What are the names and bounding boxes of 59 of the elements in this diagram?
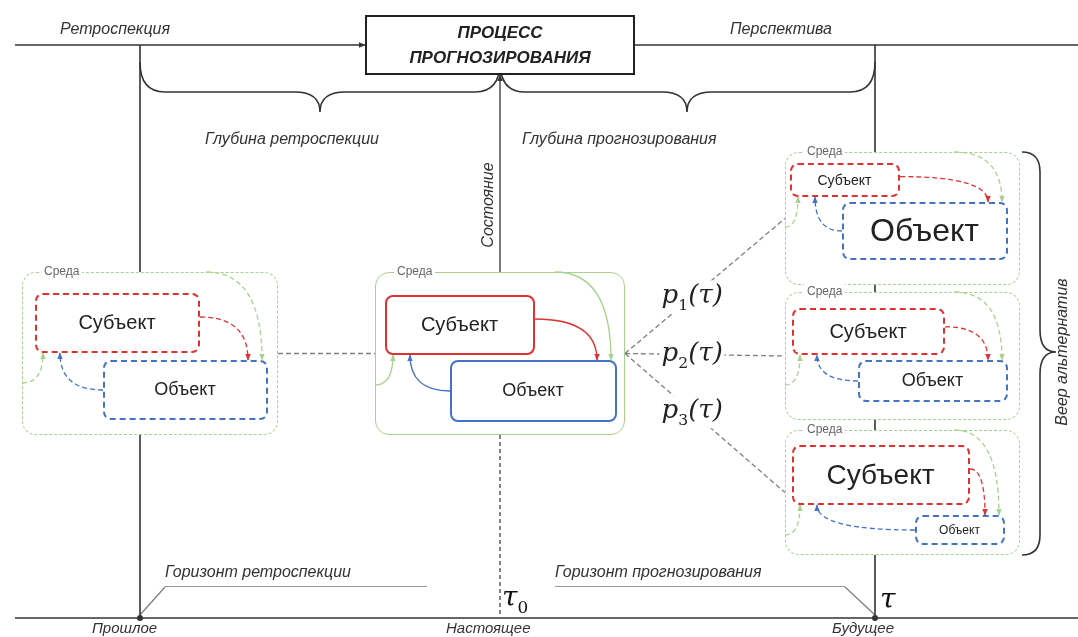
- period-label: Перспектива: [730, 20, 832, 38]
- depth-label: Глубина прогнозирования: [522, 130, 717, 148]
- arrow: [14, 42, 366, 48]
- subject-box: Субъект: [384, 294, 535, 355]
- frame-title: Среда: [804, 422, 846, 437]
- arrow: [953, 429, 1002, 516]
- line: [634, 44, 1078, 46]
- object-box: Объект: [102, 359, 268, 420]
- axis-point: [872, 615, 878, 621]
- time-symbol: τ$_{0}$: [502, 582, 529, 617]
- arrow: [199, 316, 251, 361]
- frame-title: Среда: [41, 264, 83, 279]
- arrow: [407, 354, 451, 392]
- axis-label: Состояние: [479, 162, 497, 248]
- arrow: [812, 196, 843, 232]
- fan-label: Веер альтернатив: [1053, 278, 1071, 426]
- arrow: [815, 504, 916, 531]
- connector-line: [139, 586, 166, 616]
- time-label: Будущее: [832, 620, 894, 637]
- depth-label: Глубина ретроспекции: [205, 130, 379, 148]
- arrow: [784, 196, 801, 228]
- arrow: [784, 504, 803, 536]
- arrow: [944, 326, 991, 361]
- edge-label: p$_{1}$(τ): [659, 280, 725, 314]
- arrow: [57, 352, 104, 391]
- arrow: [21, 352, 46, 384]
- object-box: Объект: [857, 359, 1008, 402]
- subject-box: Субъект: [789, 162, 900, 197]
- subject-box: Субъект: [791, 444, 970, 505]
- connector-line: [844, 586, 876, 616]
- arrow: [205, 271, 265, 361]
- edge-label: p$_{3}$(τ): [659, 395, 725, 429]
- process-box: ПРОЦЕСС ПРОГНОЗИРОВАНИЯ: [365, 15, 635, 75]
- horizon-label: Горизонт прогнозирования: [555, 563, 845, 587]
- arrow: [899, 175, 990, 203]
- arrow: [554, 271, 614, 361]
- time-symbol: τ: [880, 584, 896, 615]
- time-label: Прошлое: [92, 620, 158, 637]
- period-label: Ретроспекция: [60, 20, 170, 38]
- frame-title: Среда: [804, 144, 846, 159]
- arrow: [784, 354, 803, 386]
- arrow: [969, 468, 988, 516]
- subject-box: Субъект: [34, 292, 200, 353]
- time-label: Настоящее: [446, 620, 531, 637]
- arrow: [953, 291, 1005, 361]
- arrow: [814, 354, 859, 382]
- object-box: Объект: [841, 201, 1008, 260]
- frame-title: Среда: [394, 264, 436, 279]
- arrow: [534, 318, 600, 361]
- connector-line: [277, 352, 376, 355]
- object-box: Объект: [449, 359, 617, 422]
- object-box: Объект: [914, 514, 1005, 545]
- arrow: [953, 151, 1005, 203]
- frame-title: Среда: [804, 284, 846, 299]
- arrow: [374, 354, 396, 386]
- horizon-label: Горизонт ретроспекции: [165, 563, 427, 587]
- subject-box: Субъект: [791, 307, 945, 355]
- arrow: [497, 74, 503, 273]
- axis-point: [137, 615, 143, 621]
